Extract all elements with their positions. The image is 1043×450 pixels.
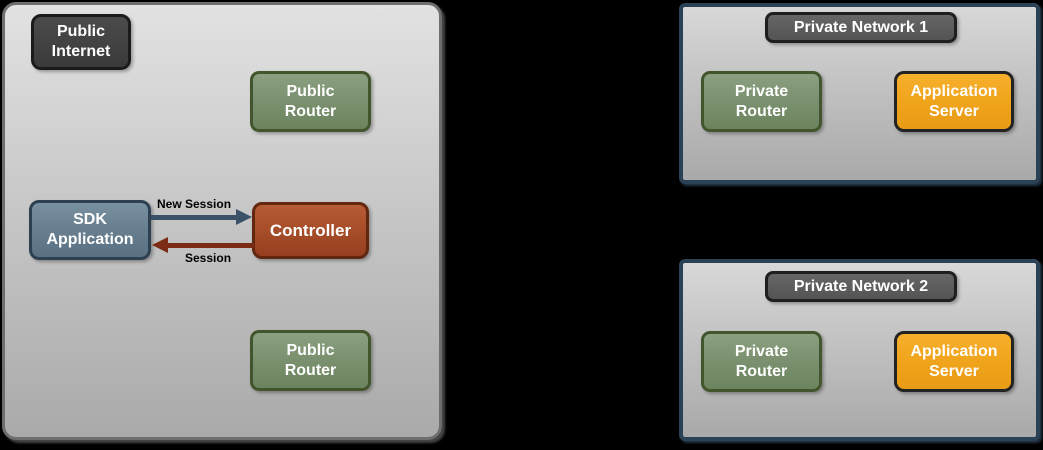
new-session-arrow-label: New Session bbox=[157, 197, 232, 211]
public-router-top-node: Public Router bbox=[250, 71, 371, 132]
public-router-bottom-node: Public Router bbox=[250, 330, 371, 391]
session-arrow-line bbox=[167, 243, 254, 248]
private-network-1-title: Private Network 1 bbox=[765, 12, 957, 43]
session-arrowhead-icon bbox=[152, 237, 168, 253]
private-network-2-application-server-node: Application Server bbox=[894, 331, 1014, 392]
controller-node: Controller bbox=[252, 202, 369, 259]
new-session-arrowhead-icon bbox=[236, 209, 252, 225]
public-internet-node: Public Internet bbox=[31, 14, 131, 70]
public-internet-zone: Public Internet Public Router SDK Applic… bbox=[2, 2, 442, 440]
private-network-2-zone: Private Network 2 Private Router Applica… bbox=[679, 259, 1040, 441]
private-network-1-application-server-node: Application Server bbox=[894, 71, 1014, 132]
private-network-2-title: Private Network 2 bbox=[765, 271, 957, 302]
private-network-2-router-node: Private Router bbox=[701, 331, 822, 392]
new-session-arrow-line bbox=[151, 215, 236, 220]
session-arrow-label: Session bbox=[185, 251, 232, 265]
private-network-1-router-node: Private Router bbox=[701, 71, 822, 132]
private-network-1-zone: Private Network 1 Private Router Applica… bbox=[679, 3, 1040, 184]
sdk-application-node: SDK Application bbox=[29, 200, 151, 260]
